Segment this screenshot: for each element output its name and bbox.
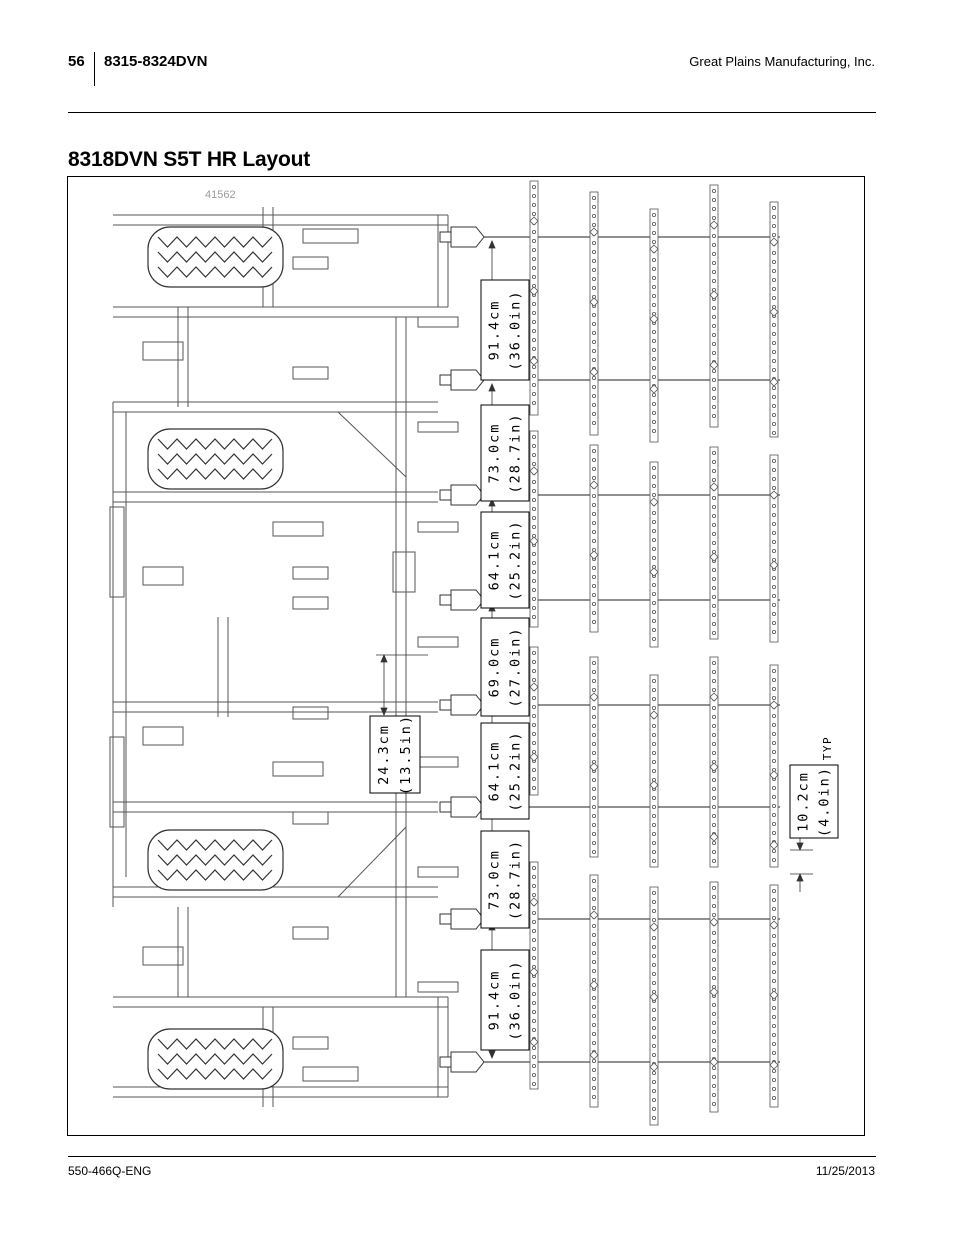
footer-rule [68,1156,876,1157]
company-name: Great Plains Manufacturing, Inc. [689,54,875,69]
spacing-label: 10.2cm (4.0in) [789,764,839,839]
model-name: 8315-8324DVN [104,53,208,70]
tine-bar [529,861,539,1090]
tire-icon [147,226,284,288]
shank-clamp-icon [439,796,485,818]
row-spacing-label: 69.0cm (27.0in) [480,617,530,717]
dimension-metric: 64.1cm [486,530,502,591]
dimension-imperial: (25.2in) [508,730,524,811]
tine-bar [709,881,719,1113]
row-spacing-label: 64.1cm (25.2in) [480,511,530,609]
section-title: 8318DVN S5T HR Layout [68,148,311,171]
dimension-imperial: (28.7in) [508,412,524,493]
tire-icon [147,1028,284,1090]
tine-bar [589,874,599,1108]
row-spacing-label: 73.0cm (28.7in) [480,404,530,502]
offset-dimension-arrow [376,653,428,717]
dimension-imperial: (36.0in) [508,959,524,1040]
layout-drawing: 91.4cm (36.0in) 73.0cm (28.7in) 64.1cm (25.2i… [109,180,839,1126]
dimension-metric: 91.4cm [486,300,502,361]
shank-clamp-icon [439,694,485,716]
dimension-metric: 69.0cm [486,637,502,698]
page-number: 56 [68,53,85,70]
tine-bar [649,461,659,648]
dimension-imperial: (27.0in) [508,626,524,707]
tire-icon [147,428,284,490]
tine-bar [649,208,659,443]
tine-bar [589,656,599,858]
tine-bar [529,180,539,416]
dimension-metric: 91.4cm [486,970,502,1031]
dimension-imperial: (4.0in) [817,766,833,837]
row-spacing-label: 91.4cm (36.0in) [480,279,530,381]
shank-clamp-icon [439,369,485,391]
dimension-metric: 24.3cm [376,724,392,785]
tine-bar [529,430,539,628]
dimension-metric: 73.0cm [486,423,502,484]
dimension-metric: 64.1cm [486,741,502,802]
dimension-metric: 10.2cm [795,771,811,832]
row-spacing-label: 64.1cm (25.2in) [480,722,530,820]
tine-bar [769,454,779,643]
tine-bar [649,886,659,1126]
document-date: 11/25/2013 [815,1164,875,1178]
dimension-metric: 73.0cm [486,849,502,910]
layout-figure: 41562 [67,176,865,1136]
row-spacing-label: 73.0cm (28.7in) [480,830,530,929]
header-divider [94,52,95,86]
shank-clamp-icon [439,589,485,611]
typical-note: TYP [821,736,834,760]
tire-icon [147,829,284,891]
tine-bar [529,646,539,796]
dimension-imperial: (25.2in) [508,519,524,600]
shank-clamp-icon [439,1051,485,1073]
shank-clamp-icon [439,908,485,930]
tine-bar [709,446,719,640]
tine-bar [589,191,599,436]
header-rule [68,112,876,113]
tine-bar [769,201,779,438]
spacing-dimension-arrow [790,837,813,892]
figure-id: 41562 [205,189,236,201]
shank-clamp-icon [439,226,485,248]
tine-bar [709,656,719,868]
dimension-imperial: (36.0in) [508,289,524,370]
shank-clamp-icon [439,484,485,506]
dimension-imperial: (28.7in) [508,839,524,920]
row-spacing-label: 91.4cm (36.0in) [480,949,530,1051]
document-number: 550-466Q-ENG [68,1164,152,1178]
tires [147,226,284,1090]
tine-bar [649,674,659,868]
tine-bar [769,884,779,1108]
tine-bar [709,184,719,428]
dimension-imperial: (13.5in) [398,714,414,795]
tine-bar [769,664,779,868]
offset-label: 24.3cm (13.5in) [369,714,421,795]
tine-bar [589,444,599,633]
